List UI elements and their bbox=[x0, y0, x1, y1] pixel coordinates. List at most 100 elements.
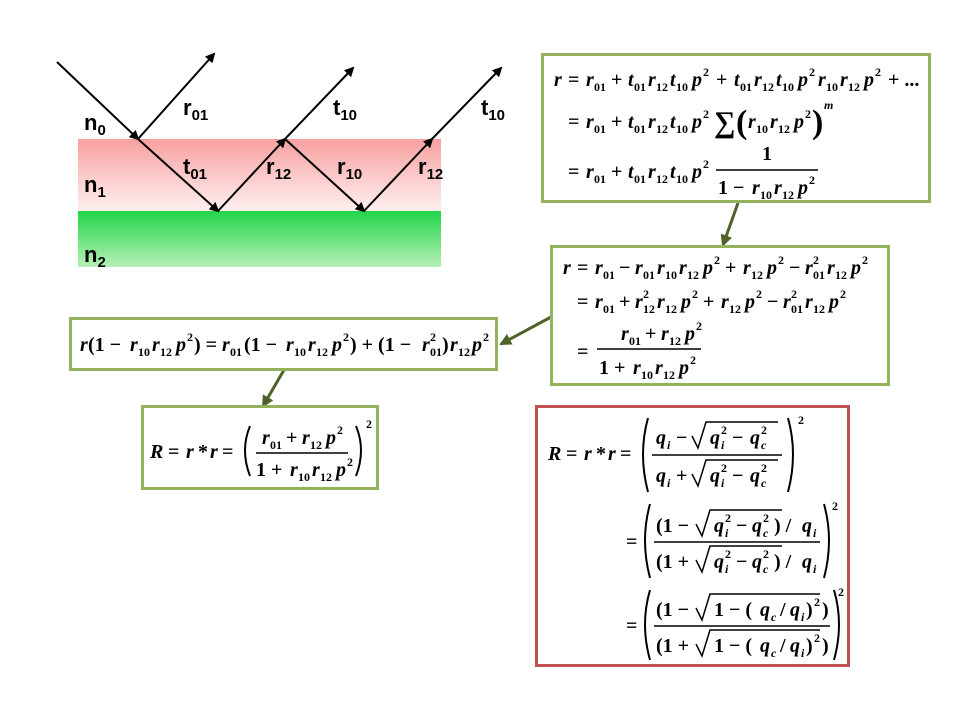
svg-text:10: 10 bbox=[294, 345, 306, 359]
svg-text:p: p bbox=[862, 69, 874, 91]
svg-text:+ ...: + ... bbox=[888, 69, 919, 91]
ray-paths bbox=[56, 52, 503, 213]
svg-text:12: 12 bbox=[782, 188, 794, 202]
svg-text:r: r bbox=[818, 69, 826, 91]
svg-text:r: r bbox=[586, 69, 594, 91]
svg-text:12: 12 bbox=[835, 268, 847, 282]
svg-text:p: p bbox=[827, 291, 839, 313]
svg-text:=: = bbox=[568, 161, 579, 183]
svg-text:01: 01 bbox=[270, 438, 282, 452]
svg-text:2: 2 bbox=[347, 455, 353, 469]
svg-text:2: 2 bbox=[832, 499, 838, 513]
svg-text:r: r bbox=[262, 427, 270, 449]
svg-text:12: 12 bbox=[656, 122, 668, 136]
svg-text:2: 2 bbox=[703, 65, 709, 79]
svg-text:r: r bbox=[152, 334, 160, 356]
svg-text:+: + bbox=[716, 69, 727, 91]
svg-text:2: 2 bbox=[430, 330, 436, 344]
svg-text:=: = bbox=[168, 441, 179, 463]
svg-text:(1 −: (1 − bbox=[88, 334, 121, 356]
svg-text:01: 01 bbox=[643, 268, 655, 282]
svg-text:2: 2 bbox=[725, 547, 731, 561]
svg-text:2: 2 bbox=[814, 631, 820, 645]
svg-text:+: + bbox=[676, 465, 687, 487]
svg-text:r: r bbox=[608, 443, 616, 465]
svg-text:−: − bbox=[736, 515, 747, 537]
svg-text:12: 12 bbox=[751, 268, 763, 282]
svg-text:(: ( bbox=[736, 104, 747, 141]
svg-text:r: r bbox=[633, 357, 641, 379]
svg-text:1 −: 1 − bbox=[718, 177, 744, 199]
svg-text:r: r bbox=[648, 111, 656, 133]
svg-text:1 +: 1 + bbox=[256, 459, 282, 481]
svg-text:r: r bbox=[661, 323, 669, 345]
svg-text:12: 12 bbox=[848, 80, 860, 94]
svg-text:(1 +: (1 + bbox=[656, 635, 689, 657]
svg-text:r: r bbox=[655, 357, 663, 379]
svg-text:i: i bbox=[721, 476, 725, 490]
svg-text:2: 2 bbox=[761, 423, 767, 437]
svg-text:2: 2 bbox=[805, 107, 811, 121]
reflected-ray-r01 bbox=[137, 52, 216, 140]
svg-text:r: r bbox=[222, 334, 230, 356]
svg-text:q: q bbox=[710, 465, 720, 487]
svg-text:r: r bbox=[657, 257, 665, 279]
svg-text:=: = bbox=[577, 291, 588, 313]
svg-text:): ) bbox=[442, 334, 449, 356]
svg-text:12: 12 bbox=[762, 80, 774, 94]
svg-text:01: 01 bbox=[629, 334, 641, 348]
svg-text:−: − bbox=[676, 427, 687, 449]
svg-text:(1 −: (1 − bbox=[656, 599, 689, 621]
svg-text:2: 2 bbox=[809, 65, 815, 79]
svg-text:2: 2 bbox=[703, 107, 709, 121]
svg-text:q: q bbox=[802, 551, 812, 573]
svg-text:t: t bbox=[670, 111, 677, 133]
svg-text:10: 10 bbox=[641, 368, 653, 382]
svg-text:i: i bbox=[813, 562, 817, 576]
label-t10-a: t10 bbox=[333, 95, 357, 124]
label-t01: t01 bbox=[183, 154, 207, 183]
svg-text:−: − bbox=[619, 257, 630, 279]
svg-text:12: 12 bbox=[643, 302, 655, 316]
svg-text:t: t bbox=[776, 69, 783, 91]
svg-text:r: r bbox=[635, 291, 643, 313]
svg-text:2: 2 bbox=[366, 417, 372, 431]
label-t10-b: t10 bbox=[481, 95, 505, 124]
svg-text:/: / bbox=[779, 599, 786, 621]
svg-text:12: 12 bbox=[656, 80, 668, 94]
svg-text:2: 2 bbox=[690, 353, 696, 367]
svg-text:=: = bbox=[566, 443, 577, 465]
svg-text:t: t bbox=[670, 69, 677, 91]
label-n0: n0 bbox=[84, 110, 106, 139]
svg-text:2: 2 bbox=[814, 595, 820, 609]
svg-text:r: r bbox=[554, 69, 562, 91]
svg-text:i: i bbox=[801, 646, 805, 660]
svg-text:=: = bbox=[577, 257, 588, 279]
svg-text:01: 01 bbox=[634, 122, 646, 136]
svg-text:+: + bbox=[725, 257, 736, 279]
svg-text:01: 01 bbox=[594, 80, 606, 94]
svg-text:q: q bbox=[656, 465, 666, 487]
svg-text:10: 10 bbox=[676, 122, 688, 136]
svg-text:r: r bbox=[422, 334, 430, 356]
layer-n1 bbox=[78, 139, 441, 211]
svg-text:12: 12 bbox=[656, 172, 668, 186]
svg-text:i: i bbox=[721, 438, 725, 452]
svg-text:r: r bbox=[302, 427, 310, 449]
svg-text:12: 12 bbox=[316, 345, 328, 359]
svg-text:t: t bbox=[734, 69, 741, 91]
flow-arrow-rearranged-to-reflectance bbox=[261, 369, 286, 408]
svg-text:): ) bbox=[822, 599, 829, 621]
svg-text:12: 12 bbox=[663, 368, 675, 382]
svg-text:12: 12 bbox=[687, 268, 699, 282]
svg-text:q: q bbox=[790, 599, 800, 621]
svg-text:=: = bbox=[626, 531, 637, 553]
